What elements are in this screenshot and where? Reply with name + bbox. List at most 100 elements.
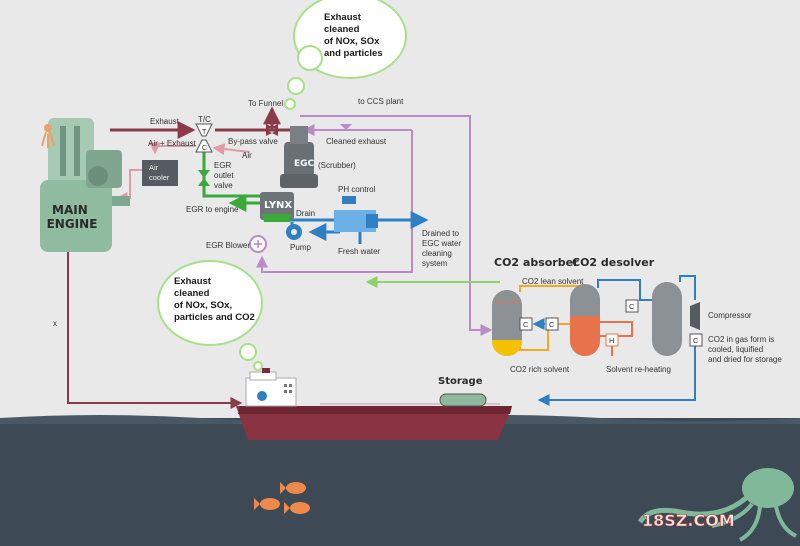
x-label: x: [53, 319, 57, 328]
tc-label: T/C: [198, 115, 211, 124]
engine-label-line-2: ENGINE: [47, 217, 98, 231]
lynx-unit: [260, 192, 294, 222]
engine-crew-icon: [41, 124, 55, 148]
water-tank-outlet: [366, 214, 378, 228]
engine-to-ship-line: [67, 252, 243, 409]
hx-4-label: C: [693, 336, 699, 345]
mid-bubble: [157, 260, 263, 371]
egr-outlet-line-1: EGR: [214, 161, 232, 170]
fresh-water-label: Fresh water: [338, 247, 381, 256]
exhaust-label: Exhaust: [150, 117, 180, 126]
mid-bubble-line-3: of NOx, SOx,: [174, 300, 232, 311]
compressor-c-label: C: [202, 145, 207, 152]
egc-label: EGC: [294, 159, 315, 169]
air-cooler-line-1: Air: [149, 163, 159, 172]
heat-exchanger-box-1: [519, 317, 533, 331]
drained-to-line-1: Drained to: [422, 229, 459, 238]
cleaned-exhaust-valve-icon: [340, 124, 352, 130]
top-bubble: [284, 0, 407, 110]
mid-bubble-line-1: Exhaust: [174, 276, 212, 287]
co2-gas-label: CO2 in gas form is cooled, liquified and…: [708, 335, 782, 364]
to-ccs-line: [300, 115, 493, 336]
co2-cooler-column: [652, 282, 682, 356]
co2-absorber-label: CO2 absorber: [494, 256, 579, 269]
air-cooler: [142, 160, 178, 186]
drain-label: Drain: [296, 209, 315, 218]
reheat-loop-line: [598, 321, 633, 337]
egr-outlet-line-2: outlet: [214, 171, 234, 180]
engine-label: MAIN ENGINE: [47, 203, 98, 231]
drained-to-label: Drained to EGC water cleaning system: [422, 229, 463, 268]
hx-2-label: C: [549, 320, 555, 329]
ph-control-box: [342, 196, 356, 204]
egr-to-engine-label: EGR to engine: [186, 205, 239, 214]
co2-gas-line: [597, 279, 654, 301]
mid-bubble-line-4: particles and CO2: [174, 312, 255, 323]
co2-gas-line-1: CO2 in gas form is: [708, 335, 774, 344]
air-label: Air: [242, 151, 252, 160]
solvent-reheating-label: Solvent re-heating: [606, 365, 671, 374]
air-cooler-line-2: cooler: [149, 173, 170, 182]
water-tank: [334, 210, 376, 232]
heat-exchanger-box-2: [545, 317, 559, 331]
pump-label: Pump: [290, 243, 311, 252]
mid-bubble-line-2: cleaned: [174, 288, 210, 299]
drained-to-line-3: cleaning: [422, 249, 452, 258]
egr-blower-label: EGR Blower: [206, 241, 250, 250]
storage-label: Storage: [438, 376, 483, 387]
egc-scrubber: [280, 126, 318, 188]
top-bubble-text: Exhaust cleaned of NOx, SOx and particle…: [324, 12, 383, 59]
watermark-text: 18SZ.COM: [642, 511, 735, 530]
main-engine: [40, 118, 130, 252]
lynx-label: LYNX: [264, 200, 292, 211]
top-bubble-line-2: cleaned: [324, 24, 360, 35]
air-cooler-label: Air cooler: [149, 163, 170, 182]
scrubber-label: (Scrubber): [318, 161, 356, 170]
mid-bubble-text: Exhaust cleaned of NOx, SOx, particles a…: [174, 276, 255, 323]
air-intake-line: [212, 143, 251, 156]
turbine-label: T: [202, 129, 207, 136]
top-bubble-line-3: of NOx, SOx: [324, 36, 380, 47]
ship: [236, 368, 512, 440]
turbocharger: [195, 123, 213, 153]
to-ccs-label: to CCS plant: [358, 97, 404, 106]
hx-1-label: C: [523, 320, 529, 329]
heat-exchanger-box-3: [625, 299, 639, 313]
co2-absorber: [492, 290, 522, 356]
storage-tank: [439, 393, 487, 407]
co2-gas-line-3: and dried for storage: [708, 355, 782, 364]
drained-to-line-4: system: [422, 259, 448, 268]
reheater-box: [605, 333, 619, 347]
air-exhaust-label: Air + Exhaust: [148, 139, 197, 148]
ph-control-label: PH control: [338, 185, 376, 194]
cleaned-exhaust-label: Cleaned exhaust: [326, 137, 387, 146]
fish-icon: [254, 482, 310, 514]
co2-to-storage-line: [537, 346, 696, 406]
co2-lean-label: CO2 lean solvent: [522, 277, 584, 286]
engine-label-line-1: MAIN: [52, 203, 88, 217]
octopus-icon: [637, 468, 797, 542]
compressor-line: [679, 275, 696, 300]
pump-icon: [286, 224, 302, 240]
hx-3-label: C: [629, 302, 635, 311]
drained-to-line-2: EGC water: [422, 239, 461, 248]
co2-desolver: [570, 284, 600, 356]
co2-desolver-label: CO2 desolver: [572, 256, 655, 269]
bypass-valve-icon: [266, 124, 278, 136]
reheater-label: H: [609, 336, 614, 345]
egr-return-line: [256, 130, 413, 273]
co2-rich-label: CO2 rich solvent: [510, 365, 570, 374]
egr-outlet-valve-icon: [198, 170, 210, 186]
to-funnel-label: To Funnel: [248, 99, 283, 108]
heat-exchanger-box-4: [689, 333, 703, 347]
egr-outlet-label: EGR outlet valve: [214, 161, 236, 190]
top-bubble-line-4: and particles: [324, 48, 383, 59]
egr-blower-icon: [249, 235, 267, 253]
top-bubble-line-1: Exhaust: [324, 12, 362, 23]
compressor-label: Compressor: [708, 311, 752, 320]
air-exhaust-line: [149, 142, 196, 155]
bypass-label: By-pass valve: [228, 137, 278, 146]
egr-outlet-line-3: valve: [214, 181, 233, 190]
co2-gas-line-2: cooled, liquified: [708, 345, 763, 354]
